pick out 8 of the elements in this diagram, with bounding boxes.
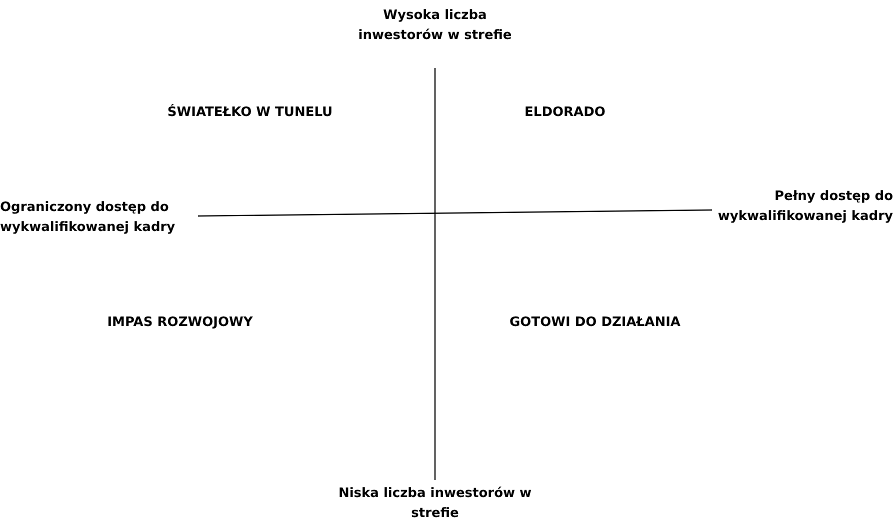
- quadrant-title: ŚWIATEŁKO W TUNELU: [166, 103, 334, 122]
- quadrant-title: IMPAS ROZWOJOWY: [106, 314, 254, 332]
- quadrant-title: GOTOWI DO DZIAŁANIA: [508, 314, 682, 332]
- axis-end-label: Ograniczony dostęp do wykwalifikowanej kadry: [0, 199, 176, 237]
- axis-end-label: Niska liczba inwestorów w strefie: [337, 485, 533, 523]
- quadrant-title: ELDORADO: [524, 104, 606, 122]
- axis-end-label: Pełny dostęp do wykwalifikowanej kadry: [716, 188, 893, 226]
- axis-end-label: Wysoka liczba inwestorów w strefie: [357, 7, 513, 45]
